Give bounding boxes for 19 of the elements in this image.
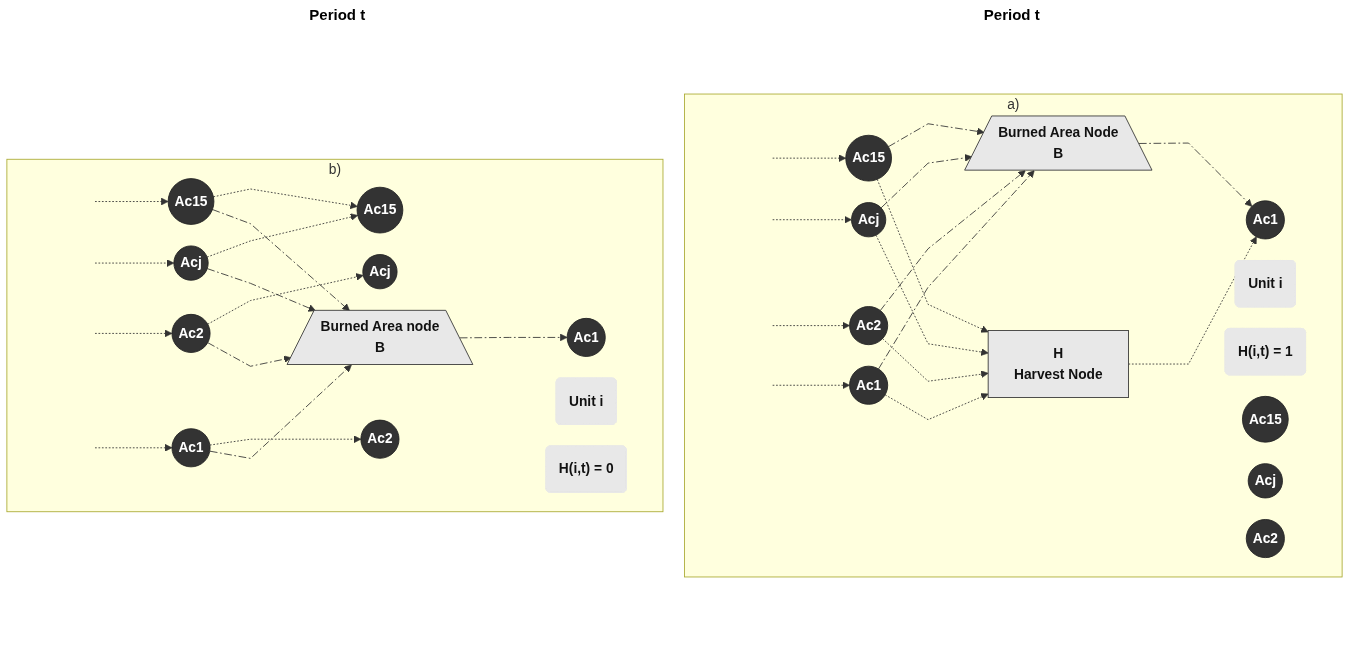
node-circle: Ac15 (356, 186, 404, 234)
node-circle: Acj (1247, 463, 1283, 499)
node-circle: Acj (362, 254, 398, 290)
period-label: Period t (309, 5, 366, 23)
node-circle: Ac2 (849, 306, 889, 346)
node-circle: Ac15 (167, 178, 215, 225)
node-circle: Ac1 (849, 365, 889, 405)
node-circle: Ac2 (360, 419, 400, 459)
node-circle: Ac2 (1245, 519, 1285, 559)
node-circle: Ac15 (1242, 395, 1289, 443)
period-label: Period t (983, 5, 1040, 23)
node-circle: Acj (851, 202, 887, 238)
node-circle: Ac1 (171, 428, 211, 468)
node-circle: Ac2 (171, 313, 211, 353)
node-circle: Ac1 (1245, 200, 1285, 240)
node-circle: Acj (173, 245, 209, 281)
node-circle: Ac1 (566, 317, 606, 357)
node-circle: Ac15 (845, 134, 892, 182)
node-box: H Harvest Node (987, 330, 1129, 398)
